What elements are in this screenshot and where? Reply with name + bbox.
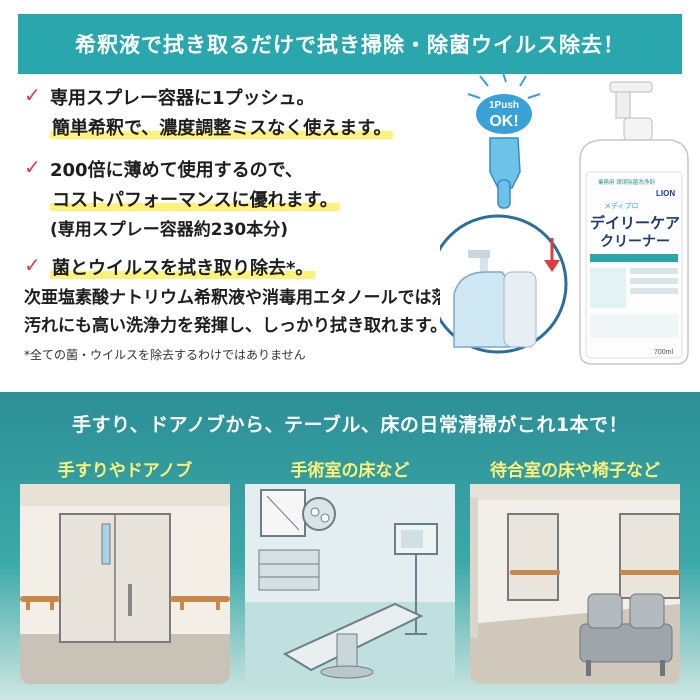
usage-section: 手すり、ドアノブから、テーブル、床の日常清掃がこれ1本で！ 手すりやドアノブ 手…	[0, 392, 700, 700]
feature-1-line1: 専用スプレー容器に1プッシュ。	[50, 88, 315, 109]
feature-item-2: ✓ 200倍に薄めて使用するので、 コストパフォーマンスに優れます。 (専用スプ…	[24, 156, 494, 244]
feature-3-note: *全ての菌・ウイルスを除去するわけではありません	[24, 348, 306, 362]
product-name-line2: クリーナー	[600, 234, 670, 250]
feature-3-line1: 菌とウイルスを拭き取り除去*。	[50, 258, 316, 279]
feature-3-line3: 汚れにも高い洗浄力を発揮し、しっかり拭き取れます。	[24, 316, 448, 336]
usage-card-handrail: 手すりやドアノブ	[20, 456, 230, 684]
usage-card-title: 手術室の床など	[290, 461, 410, 481]
label-small: 業務用 環境除菌洗浄剤	[598, 178, 655, 186]
banner-text: 希釈液で拭き取るだけで拭き掃除・除菌ウイルス除去！	[75, 33, 625, 57]
volume-label: 700ml	[654, 349, 674, 356]
usage-card-operating-room: 手術室の床など	[245, 456, 455, 684]
check-icon: ✓	[24, 83, 41, 107]
push-badge: 1Push OK!	[476, 94, 532, 134]
feature-list: ✓ 専用スプレー容器に1プッシュ。 簡単希釈で、濃度調整ミスなく使えます。 ✓ …	[24, 84, 534, 366]
usage-heading: 手すり、ドアノブから、テーブル、床の日常清掃がこれ1本で！	[71, 414, 629, 436]
push-badge-top: 1Push	[489, 100, 519, 111]
feature-2-line2: コストパフォーマンスに優れます。	[50, 190, 340, 211]
waiting-room-illustration	[470, 484, 680, 684]
feature-item-3: ✓ 菌とウイルスを拭き取り除去*。 次亜塩素酸ナトリウム希釈液や消毒用エタノール…	[24, 253, 534, 366]
usage-card-title: 待合室の床や椅子など	[490, 461, 660, 481]
feature-item-1: ✓ 専用スプレー容器に1プッシュ。 簡単希釈で、濃度調整ミスなく使えます。	[24, 84, 494, 144]
product-name-line1: デイリーケア	[590, 214, 680, 232]
top-banner: 希釈液で拭き取るだけで拭き掃除・除菌ウイルス除去！	[18, 14, 682, 74]
feature-1-line2: 簡単希釈で、濃度調整ミスなく使えます。	[50, 118, 394, 139]
check-icon: ✓	[24, 253, 41, 277]
product-svg: 1Push OK! 業務用 環境除菌洗浄剤 LION メディプロ	[428, 69, 689, 365]
usage-card-waiting-room: 待合室の床や椅子など	[470, 456, 680, 684]
hallway-illustration	[20, 484, 230, 684]
dispense-inset	[428, 214, 568, 354]
finger-icon	[489, 137, 521, 209]
check-icon: ✓	[24, 155, 41, 179]
usage-card-title: 手すりやドアノブ	[57, 461, 193, 481]
brand-logo: LION	[656, 189, 675, 198]
sub-brand: メディプロ	[604, 201, 639, 210]
product-illustration: 1Push OK! 業務用 環境除菌洗浄剤 LION メディプロ	[428, 62, 690, 382]
product-bottle: 業務用 環境除菌洗浄剤 LION メディプロ デイリーケア クリーナー 700m…	[579, 81, 689, 365]
push-burst	[467, 69, 541, 99]
operating-room-illustration	[245, 484, 455, 684]
push-badge-bottom: OK!	[489, 113, 518, 130]
feature-2-line3: (専用スプレー容器約230本分)	[50, 220, 289, 240]
feature-3-line2: 次亜塩素酸ナトリウム希釈液や消毒用エタノールでは落としにくい	[24, 288, 534, 308]
feature-2-line1: 200倍に薄めて使用するので、	[50, 160, 303, 181]
